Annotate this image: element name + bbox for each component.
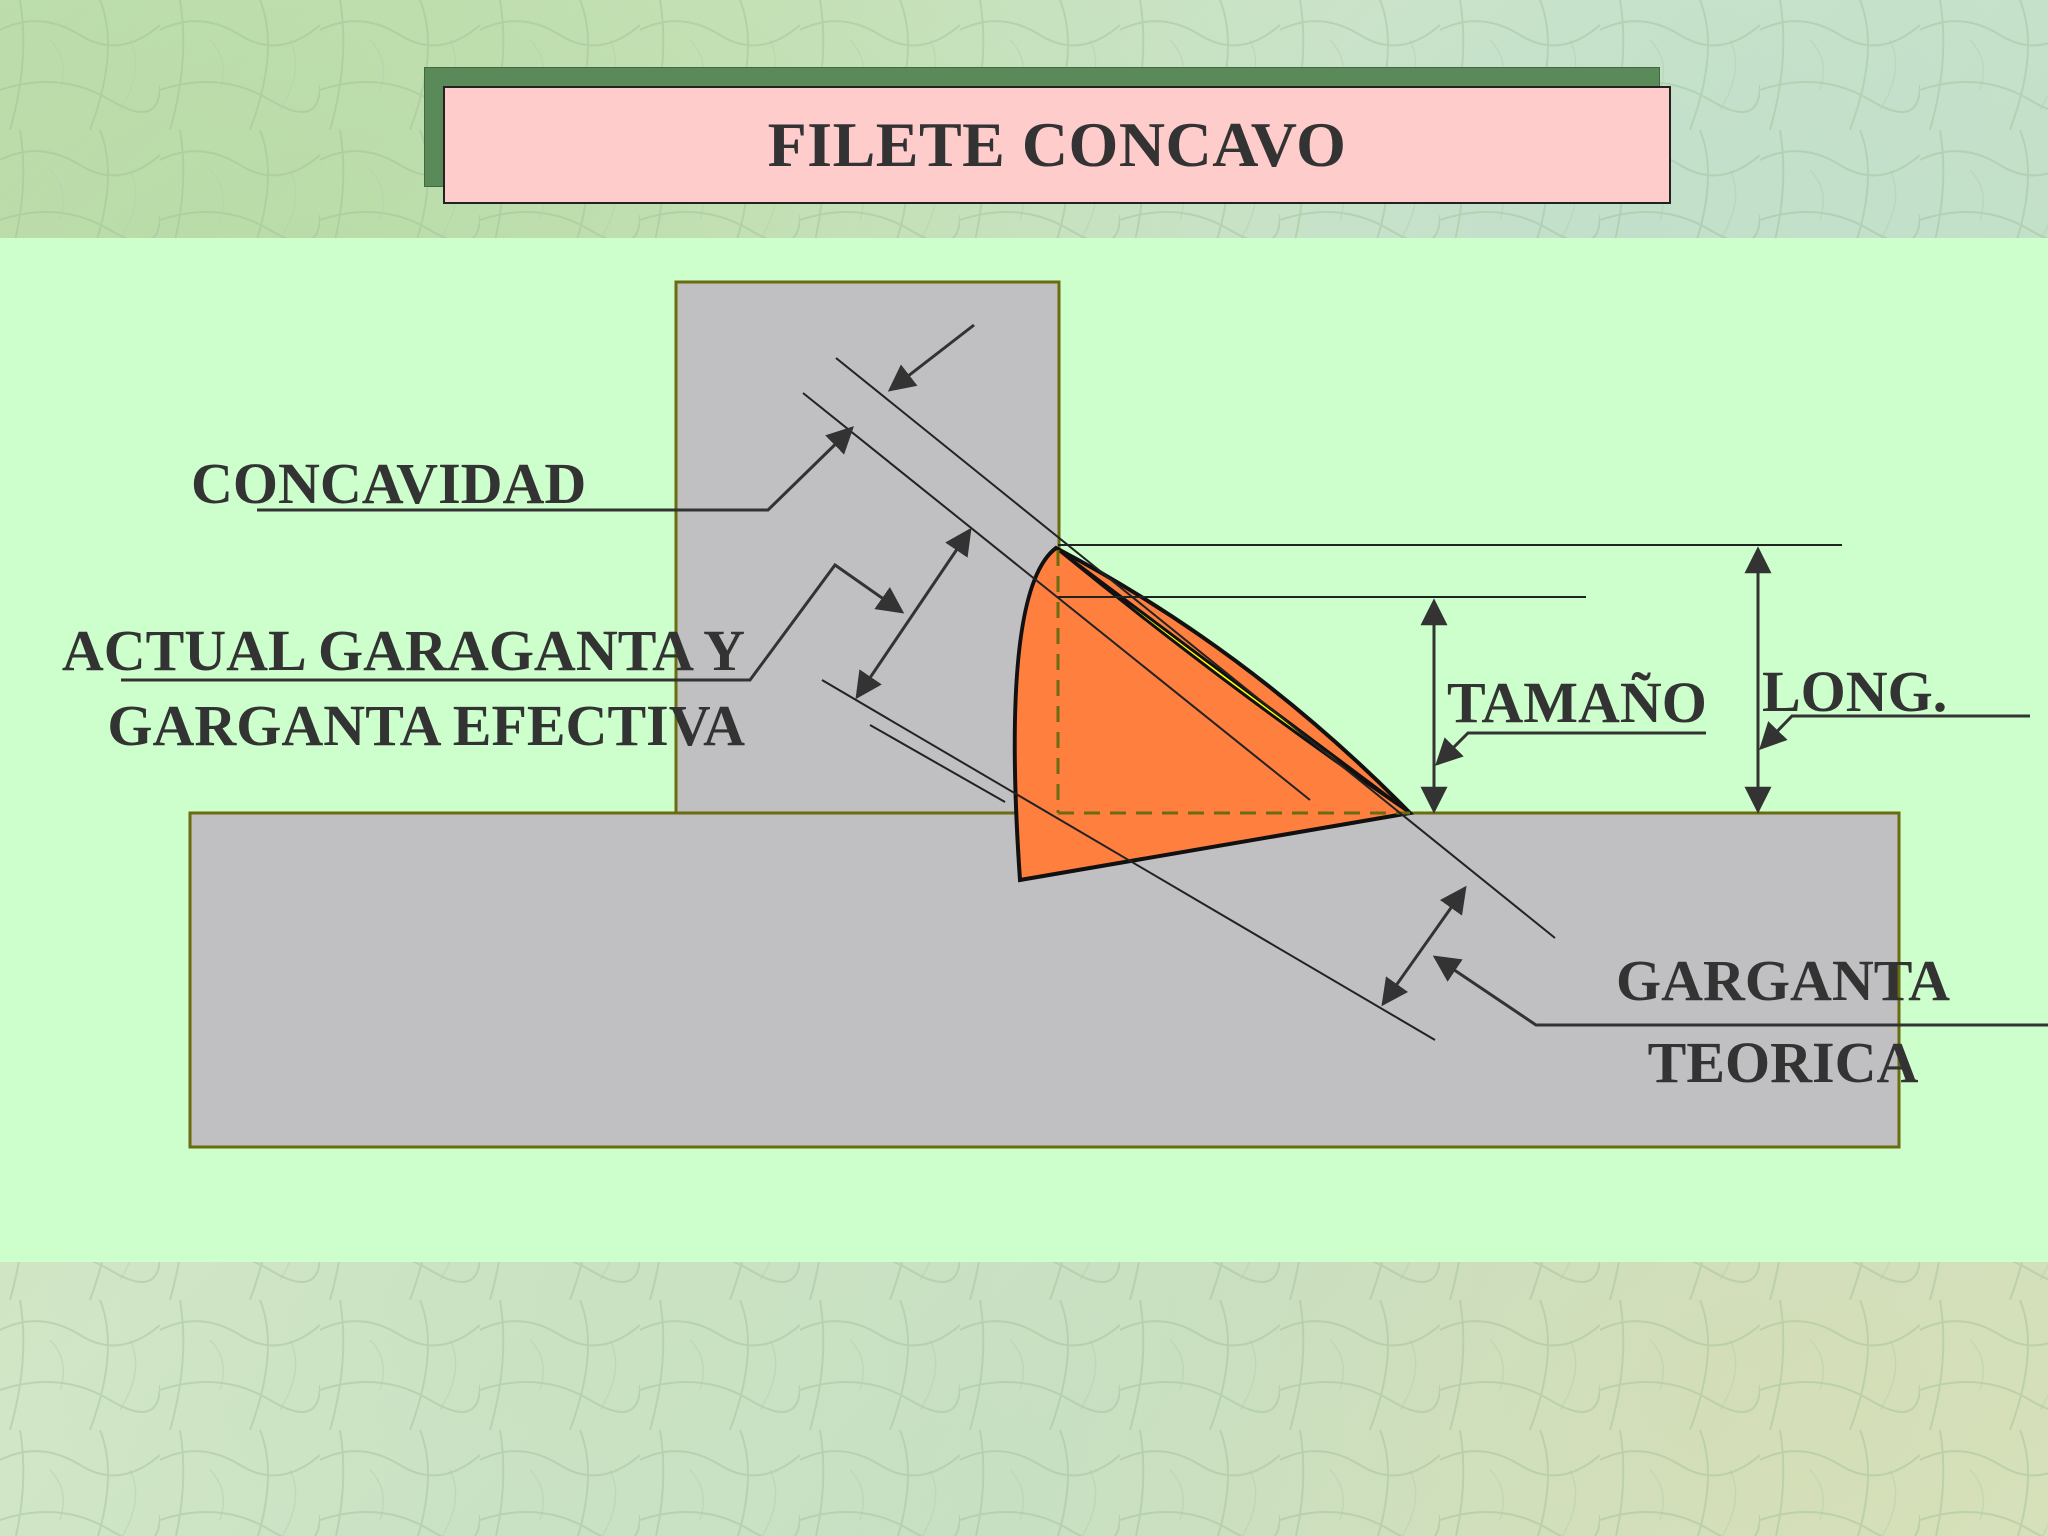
title-box: FILETE CONCAVO [443, 86, 1671, 204]
actual-throat-dimension-arrow [855, 527, 972, 700]
page-title: FILETE CONCAVO [767, 109, 1347, 180]
root-line [821, 679, 1436, 1041]
actual-throat-label-line2: GARGANTA EFECTIVA [107, 693, 745, 758]
theoretical-throat-label-line2: TEORICA [1648, 1030, 1919, 1095]
concavity-leader [257, 426, 854, 512]
theoretical-throat-leader [1432, 955, 2048, 1027]
root-offset-line [869, 724, 1006, 803]
actual-throat-leader [121, 562, 905, 682]
concavity-top-line [835, 357, 1556, 939]
theoretical-throat-label-line1: GARGANTA [1616, 948, 1950, 1013]
concavity-region [1055, 546, 1411, 815]
actual-throat-label-line1: ACTUAL GARAGANTA Y [62, 618, 745, 683]
theoretical-throat-dimension-arrow [1381, 885, 1467, 1007]
size-label: TAMAÑO [1447, 670, 1707, 735]
leg-leader [1759, 714, 2030, 750]
weld-face-line [802, 392, 1311, 801]
leg-label: LONG. [1762, 659, 1947, 724]
concavity-arrow [887, 323, 975, 392]
size-leader [1435, 731, 1706, 766]
concavity-label: CONCAVIDAD [191, 451, 586, 516]
